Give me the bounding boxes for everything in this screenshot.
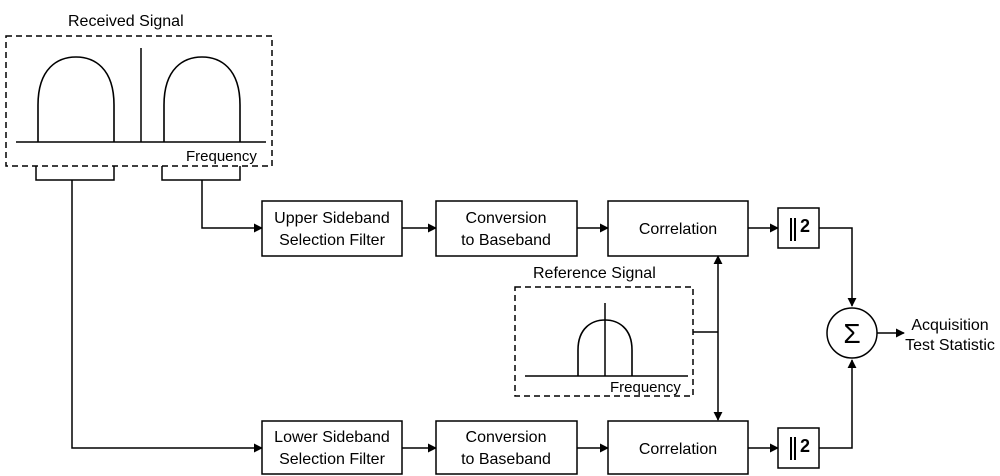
received-lower-lobe <box>37 56 115 142</box>
received-signal-panel: Received Signal Frequency <box>5 13 273 167</box>
output-label-line2: Test Statistic <box>905 337 995 354</box>
upper-filter-label-line1: Upper Sideband <box>274 210 390 227</box>
output-label-line1: Acquisition <box>911 317 988 334</box>
upper-magnitude-symbol: 2 <box>790 216 810 241</box>
lower-band-bracket <box>35 166 115 181</box>
reference-signal-title: Reference Signal <box>533 265 656 282</box>
upper-magnitude-squared-block <box>777 207 820 249</box>
upper-correlation-block <box>607 200 749 257</box>
received-upper-lobe <box>163 56 241 142</box>
upper-magnitude-to-sum-line <box>819 227 857 307</box>
summation-symbol: Σ <box>843 318 860 349</box>
lower-conversion-label-line1: Conversion <box>466 429 547 446</box>
lower-magnitude-to-sum-line <box>819 359 857 449</box>
lower-conversion-block <box>435 420 578 475</box>
upper-sideband-filter-block <box>261 200 403 257</box>
received-frequency-label: Frequency <box>186 148 257 165</box>
summation-node: Σ <box>826 307 878 359</box>
upper-conversion-block <box>435 200 578 257</box>
upper-conversion-label-line1: Conversion <box>466 210 547 227</box>
lower-filter-label-line1: Lower Sideband <box>274 429 390 446</box>
received-signal-frame <box>5 35 273 167</box>
lower-correlation-label: Correlation <box>639 441 717 458</box>
lower-magnitude-symbol: 2 <box>790 436 810 460</box>
lower-magnitude-exponent: 2 <box>800 436 810 456</box>
upper-path: Upper Sideband Selection Filter Conversi… <box>261 200 857 307</box>
lower-magnitude-squared-block <box>777 427 820 469</box>
reference-lobe <box>577 319 633 376</box>
lower-conversion-label-line2: to Baseband <box>461 451 551 468</box>
reference-frequency-label: Frequency <box>610 379 681 396</box>
upper-conversion-label-line2: to Baseband <box>461 232 551 249</box>
reference-signal-panel: Reference Signal Frequency <box>514 265 694 397</box>
reference-signal-frame <box>514 286 694 397</box>
lower-route-line <box>71 180 263 453</box>
upper-route-line <box>201 180 263 233</box>
lower-filter-label-line2: Selection Filter <box>279 451 385 468</box>
lower-correlation-block <box>607 420 749 475</box>
upper-band-bracket <box>161 166 241 181</box>
upper-magnitude-exponent: 2 <box>800 216 810 236</box>
received-signal-title: Received Signal <box>68 13 184 30</box>
lower-path: Lower Sideband Selection Filter Conversi… <box>261 359 857 475</box>
upper-filter-label-line2: Selection Filter <box>279 232 385 249</box>
upper-correlation-label: Correlation <box>639 221 717 238</box>
